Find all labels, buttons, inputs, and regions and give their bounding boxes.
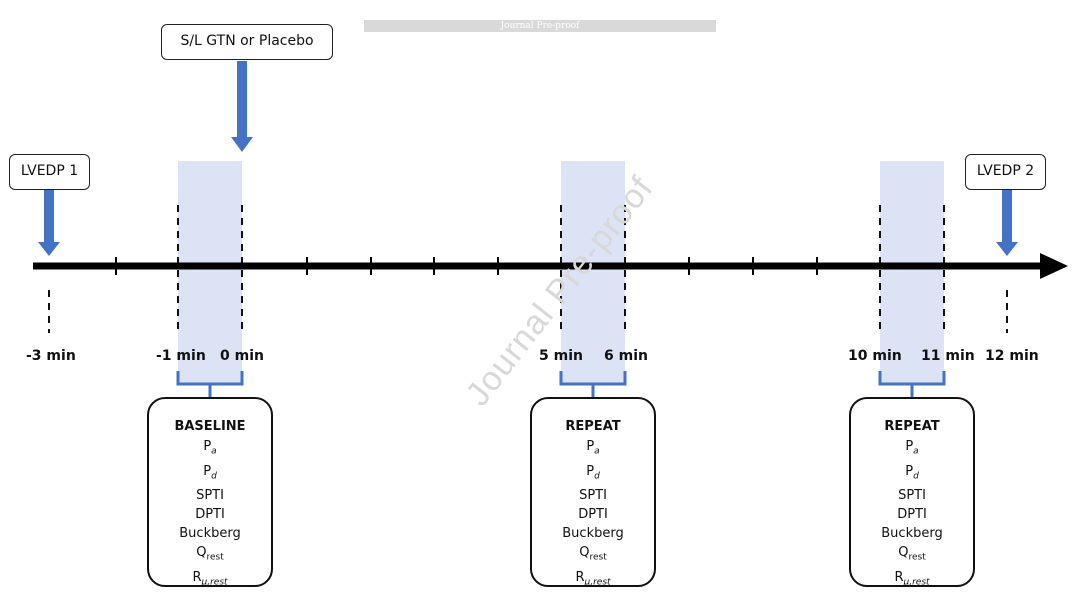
time-label-six: 6 min (604, 348, 648, 364)
measurement-item-subscript: d (594, 471, 600, 482)
dashed-markers (48, 205, 1008, 333)
measurement-item: DPTI (532, 505, 654, 524)
measurement-item-base: P (586, 463, 595, 479)
intervention-label-box: S/L GTN or Placebo (161, 24, 333, 60)
measurement-item: SPTI (532, 486, 654, 505)
measurement-item-subscript: μ,rest (584, 577, 611, 588)
measurement-item: Pa (851, 437, 973, 462)
time-label-minus3: -3 min (26, 348, 76, 364)
repeat-window-2 (880, 161, 944, 384)
measurement-item-base: R (575, 569, 585, 585)
measurement-item: SPTI (851, 486, 973, 505)
measurement-item-base: SPTI (898, 488, 926, 504)
measurement-item-subscript: a (913, 446, 919, 457)
time-label-twelve: 12 min (985, 348, 1039, 364)
measurement-item: Qrest (149, 543, 271, 568)
window-brackets (176, 371, 946, 397)
measurement-item: Qrest (532, 543, 654, 568)
measurement-item: Rμ,rest (532, 568, 654, 593)
measurement-item-subscript: a (211, 446, 217, 457)
measurement-item: Pd (532, 462, 654, 487)
measurement-item-subscript: rest (589, 552, 607, 563)
measurement-item-base: P (905, 439, 914, 454)
measurement-item: Pa (532, 437, 654, 462)
measurement-item-base: R (192, 569, 202, 585)
measurement-item: Rμ,rest (149, 568, 271, 593)
intervention-arrow (231, 61, 253, 152)
time-label-zero: 0 min (220, 348, 264, 364)
measurement-item-subscript: μ,rest (201, 577, 228, 588)
measurement-item-subscript: d (211, 471, 217, 482)
measurement-title: REPEAT (565, 419, 621, 434)
timeline-arrowhead (1040, 253, 1068, 279)
measurement-item-base: P (203, 439, 212, 454)
baseline-window (178, 161, 242, 384)
measurement-item: DPTI (851, 505, 973, 524)
measurement-item-subscript: μ,rest (903, 577, 930, 588)
measurement-item-subscript: a (594, 446, 600, 457)
measurement-title: REPEAT (884, 419, 940, 434)
measurement-title: BASELINE (174, 419, 246, 434)
measurement-item-base: P (203, 463, 212, 479)
measurement-item: Rμ,rest (851, 568, 973, 593)
measurement-item: Qrest (851, 543, 973, 568)
measurement-item-base: R (894, 569, 904, 585)
time-label-five: 5 min (539, 348, 583, 364)
measurement-item-base: P (586, 439, 595, 454)
timeline-ticks (115, 257, 818, 275)
time-label-ten: 10 min (848, 348, 902, 364)
measurement-item-subscript: rest (908, 552, 926, 563)
measurement-item-base: Q (898, 545, 909, 561)
measurement-item-base: SPTI (579, 488, 607, 504)
measurement-item: Buckberg (851, 524, 973, 543)
repeat-window-1 (561, 161, 625, 384)
measurement-item-base: Q (579, 545, 590, 561)
measurement-item: Pa (149, 437, 271, 462)
measurement-item: SPTI (149, 486, 271, 505)
repeat-bracket-2 (878, 371, 946, 397)
measurement-item-base: Buckberg (562, 526, 624, 542)
measurement-item-base: P (905, 463, 914, 479)
measurement-item-base: DPTI (897, 507, 927, 523)
baseline-bracket (176, 371, 244, 397)
measurement-item-subscript: rest (206, 552, 224, 563)
repeat-bracket-1 (559, 371, 627, 397)
time-label-eleven: 11 min (921, 348, 975, 364)
measurement-item-subscript: d (913, 471, 919, 482)
measurement-item-base: DPTI (195, 507, 225, 523)
measurement-item: Buckberg (149, 524, 271, 543)
measurement-item-base: SPTI (196, 488, 224, 504)
journal-header-watermark: Journal Pre-proof (364, 20, 716, 32)
measurement-item-base: Q (196, 545, 207, 561)
lvedp2-arrow (996, 190, 1018, 256)
measurement-item-base: Buckberg (179, 526, 241, 542)
measurement-item-base: DPTI (578, 507, 608, 523)
measurement-item: Pd (149, 462, 271, 487)
lvedp1-arrow (38, 190, 60, 256)
measurement-item: Pd (851, 462, 973, 487)
time-label-minus1: -1 min (156, 348, 206, 364)
measurement-item: DPTI (149, 505, 271, 524)
measurement-item-base: Buckberg (881, 526, 943, 542)
lvedp1-label-box: LVEDP 1 (9, 154, 90, 190)
measurement-item: Buckberg (532, 524, 654, 543)
lvedp2-label-box: LVEDP 2 (965, 154, 1046, 190)
